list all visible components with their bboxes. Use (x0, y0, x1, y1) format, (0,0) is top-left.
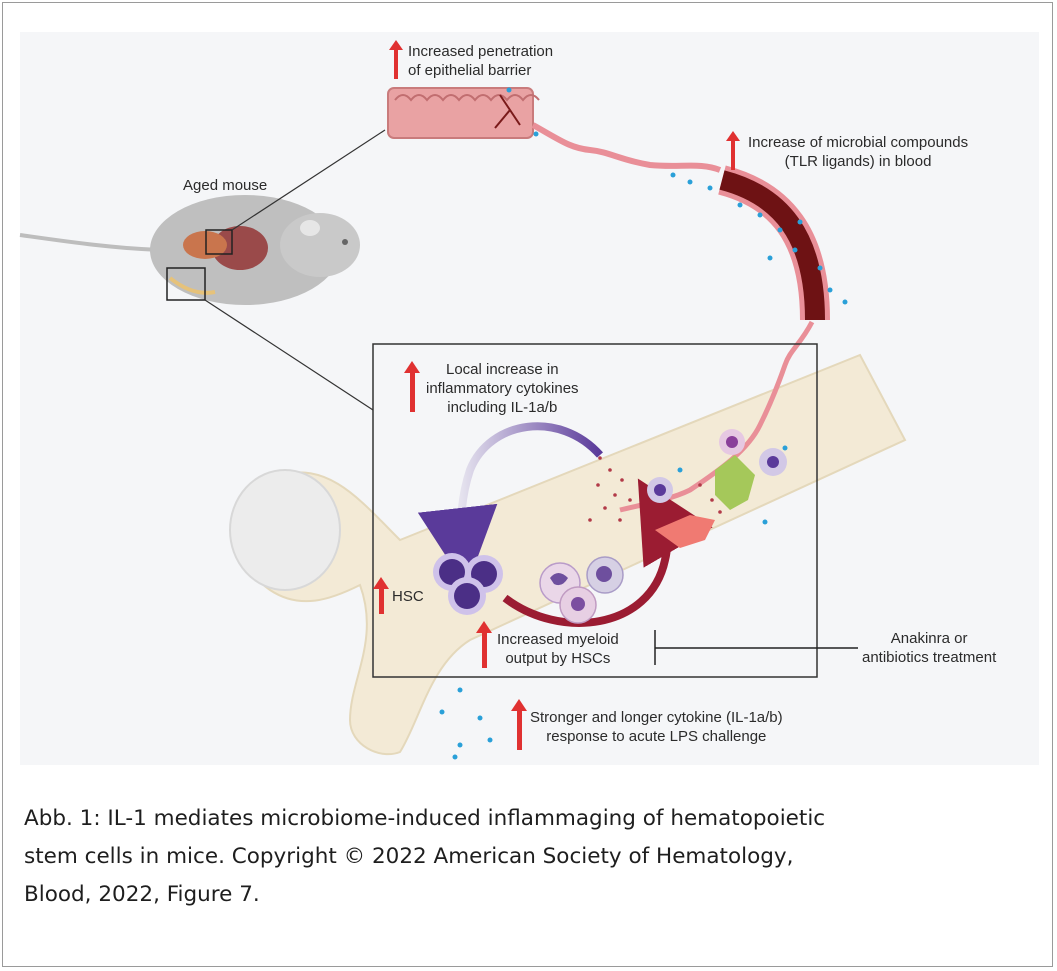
myeloid-label: Increased myeloid output by HSCs (497, 630, 619, 668)
epithelial-label: Increased penetration of epithelial barr… (408, 42, 553, 80)
gut-zoom-box (205, 229, 233, 255)
up-arrow-hsc (373, 577, 389, 614)
cytokines-label-line-2: inflammatory cytokines (426, 380, 579, 397)
treatment-inhibition (654, 630, 858, 665)
caption-line-2: stem cells in mice. Copyright © 2022 Ame… (24, 844, 794, 869)
intestine-section (387, 87, 540, 139)
treatment-label-line-1: Anakinra or (890, 630, 968, 647)
hsc-cluster (433, 553, 503, 615)
microbial-label: Increase of microbial compounds (TLR lig… (748, 133, 968, 171)
blood-vessel (531, 122, 830, 513)
up-arrow-myeloid (476, 621, 492, 668)
myeloid-label-line-2: output by HSCs (505, 650, 611, 667)
lps-label: Stronger and longer cytokine (IL-1a/b) r… (530, 708, 783, 746)
treatment-label-line-2: antibiotics treatment (862, 649, 997, 666)
bone-zoom-box (166, 267, 206, 301)
epithelial-label-line-1: Increased penetration (408, 43, 554, 60)
bone-marrow-inset (372, 343, 818, 678)
myeloid-cells (539, 429, 787, 624)
caption-line-1: Abb. 1: IL-1 mediates microbiome-induced… (24, 806, 826, 831)
microbial-label-line-2: (TLR ligands) in blood (784, 153, 932, 170)
epithelial-label-line-2: of epithelial barrier (408, 62, 532, 79)
figure-caption: Abb. 1: IL-1 mediates microbiome-induced… (24, 800, 1024, 914)
cytokines-label-line-3: including IL-1a/b (447, 399, 558, 416)
tlr-ligand-dots (439, 87, 848, 760)
hsc-label: HSC (392, 588, 424, 605)
up-arrow-cytokines (404, 361, 420, 412)
aged-mouse-illustration (19, 129, 386, 411)
cytokines-label-line-1: Local increase in (445, 361, 559, 378)
lps-label-line-2: response to acute LPS challenge (546, 728, 767, 745)
microbial-label-line-1: Increase of microbial compounds (748, 134, 969, 151)
treatment-label: Anakinra or antibiotics treatment (862, 629, 996, 667)
up-arrow-microbial (726, 131, 740, 170)
up-arrow-epithelial (389, 40, 403, 79)
aged-mouse-label: Aged mouse (183, 177, 268, 194)
caption-line-3: Blood, 2022, Figure 7. (24, 882, 260, 907)
myeloid-label-line-1: Increased myeloid (497, 631, 619, 648)
hsc-activation-arrow (417, 422, 603, 588)
cytokines-label: Local increase in inflammatory cytokines… (426, 360, 579, 417)
increase-arrows (373, 40, 740, 750)
lps-label-line-1: Stronger and longer cytokine (IL-1a/b) (530, 709, 783, 726)
up-arrow-lps (511, 699, 527, 750)
